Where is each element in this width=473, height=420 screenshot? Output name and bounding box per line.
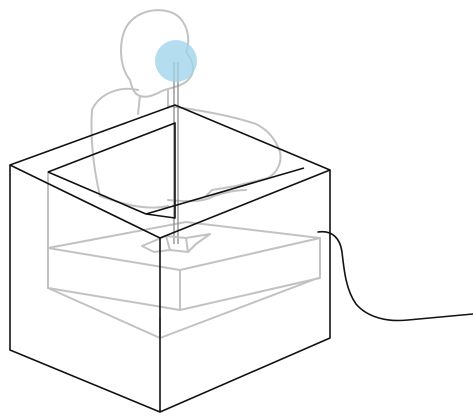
sensor-plate (142, 234, 210, 252)
person-torso (91, 110, 214, 201)
person-neck (138, 90, 168, 114)
booth-enclosure (10, 105, 330, 412)
seat-slab (48, 222, 320, 310)
cable (318, 232, 473, 321)
ear-marker (155, 40, 197, 82)
